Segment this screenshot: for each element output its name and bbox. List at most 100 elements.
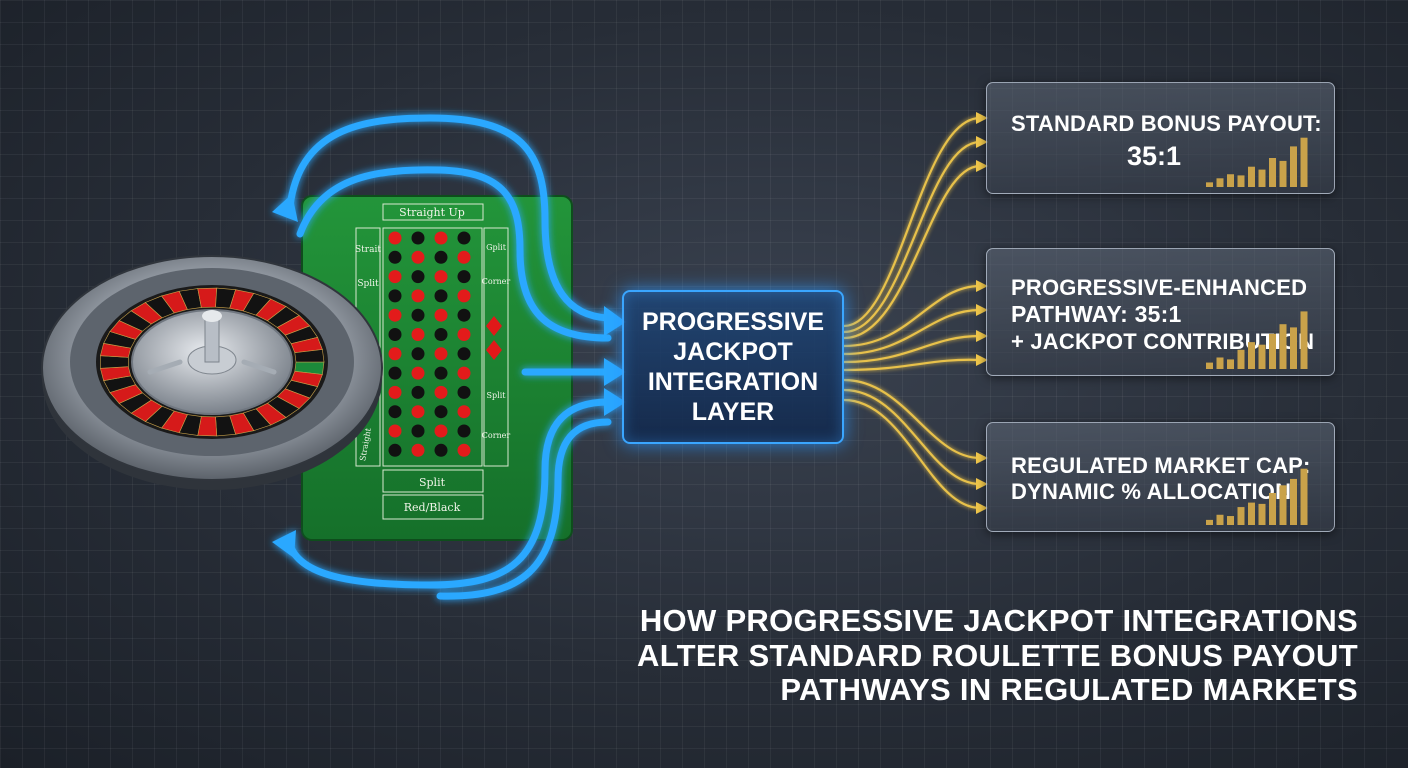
wheel-pocket (294, 349, 325, 363)
table-cell-chip (457, 405, 471, 419)
wheel-pocket (100, 355, 129, 369)
table-cell-chip (434, 250, 448, 264)
mini-bar (1248, 342, 1255, 369)
table-cell-chip (388, 347, 402, 361)
table-cell-chip (388, 385, 402, 399)
mini-bar (1237, 507, 1245, 525)
card-standard-bonus: STANDARD BONUS PAYOUT: 35:1 (986, 82, 1335, 194)
mini-bar (1279, 324, 1287, 369)
table-cell-chip (457, 443, 471, 457)
mini-bar (1227, 516, 1234, 525)
table-cell-chip (457, 270, 471, 284)
table-cell-chip (434, 231, 448, 245)
card-progressive-title: PROGRESSIVE-ENHANCED (1011, 275, 1308, 300)
table-cell-chip (434, 270, 448, 284)
headline-line-2: ALTER STANDARD ROULETTE BONUS PAYOUT (637, 637, 1358, 673)
table-cell-chip (388, 366, 402, 380)
table-label-right-split: Split (487, 391, 507, 400)
mini-bar (1227, 174, 1234, 187)
headline-line-1: HOW PROGRESSIVE JACKPOT INTEGRATIONS (639, 603, 1358, 638)
card-regulated-title: REGULATED MARKET CAP: (1011, 453, 1311, 478)
integration-layer-box: PROGRESSIVE JACKPOT INTEGRATION LAYER (622, 290, 844, 444)
table-label-bottom-split: Split (419, 476, 446, 489)
card-regulated-cap: REGULATED MARKET CAP: DYNAMIC % ALLOCATI… (986, 422, 1335, 532)
table-cell-chip (457, 347, 471, 361)
mini-bar (1248, 166, 1255, 187)
table-cell-chip (457, 366, 471, 380)
mini-bar (1206, 519, 1213, 525)
card-standard-bars (1206, 137, 1308, 187)
table-cell-chip (411, 443, 425, 457)
table-cell-chip (411, 250, 425, 264)
card-progressive-enhanced: PROGRESSIVE-ENHANCED PATHWAY: 35:1 + JAC… (986, 248, 1335, 376)
mini-bar (1237, 349, 1245, 369)
mini-bar (1279, 160, 1287, 187)
table-label-right-corner: Corner (482, 277, 511, 286)
wheel-pocket (197, 287, 218, 308)
roulette-wheel (41, 255, 383, 490)
red-diamond (486, 316, 502, 336)
mini-bar (1258, 169, 1266, 187)
table-cell-chip (457, 308, 471, 322)
red-diamond (486, 340, 502, 360)
card-progressive-pathway: PATHWAY: 35:1 (1011, 301, 1182, 327)
table-cell-chip (411, 328, 425, 341)
mini-bar (1206, 182, 1213, 187)
table-cell-chip (411, 270, 425, 284)
table-label-left-mid: Split (357, 279, 379, 289)
table-label-right-corner2: Corner (482, 431, 511, 440)
table-label-red-black: Red/Black (404, 501, 461, 514)
table-cell-chip (411, 385, 425, 399)
mini-bar (1216, 178, 1224, 187)
table-cell-chip (457, 328, 471, 341)
table-cell-chip (388, 289, 402, 303)
table-cell-chip (388, 308, 402, 322)
mini-bar (1216, 514, 1224, 525)
table-label-top: Straight Up (399, 206, 465, 219)
gold-flow-lines (843, 116, 981, 510)
table-cell-chip (388, 405, 402, 419)
card-regulated-allocation: DYNAMIC % ALLOCATION (1011, 479, 1292, 504)
table-cell-chip (411, 347, 425, 361)
mini-bar (1300, 137, 1308, 187)
table-cell-chip (434, 347, 448, 361)
mini-bar (1237, 175, 1245, 187)
headline-line-3: PATHWAYS IN REGULATED MARKETS (780, 672, 1358, 707)
table-cell-chip (434, 385, 448, 399)
mini-bar (1269, 333, 1276, 369)
table-cell-chip (388, 424, 402, 438)
gold-arrowheads (976, 112, 988, 514)
table-number-cells (388, 231, 471, 457)
card-standard-value: 35:1 (1127, 141, 1182, 171)
table-cell-chip (411, 289, 425, 303)
mini-bar (1258, 344, 1266, 369)
mini-bar (1279, 485, 1287, 525)
table-cell-chip (434, 328, 448, 341)
mini-bar (1290, 327, 1297, 369)
mini-bar (1290, 146, 1297, 187)
table-cell-chip (434, 405, 448, 419)
table-cell-chip (388, 250, 402, 264)
table-cell-chip (388, 231, 402, 245)
blue-flow-lines (286, 114, 612, 600)
table-cell-chip (411, 231, 425, 245)
table-cell-chip (411, 405, 425, 419)
table-cell-chip (457, 385, 471, 399)
card-regulated-bars (1206, 468, 1308, 525)
wheel-pockets (100, 287, 325, 437)
mini-bar (1269, 493, 1276, 525)
table-cell-chip (434, 289, 448, 303)
headline: HOW PROGRESSIVE JACKPOT INTEGRATIONS ALT… (598, 603, 1358, 708)
mini-bar (1216, 357, 1224, 369)
table-cell-chip (411, 366, 425, 380)
card-standard-title: STANDARD BONUS PAYOUT: (1011, 111, 1322, 136)
mini-bar (1227, 359, 1234, 369)
blue-arrowheads (272, 194, 626, 558)
mini-bar (1300, 468, 1308, 525)
mini-bar (1258, 503, 1266, 525)
mini-bar (1269, 158, 1276, 187)
table-cell-chip (434, 366, 448, 380)
table-cell-chip (457, 289, 471, 303)
table-label-right-upper: Gplit (486, 243, 507, 252)
